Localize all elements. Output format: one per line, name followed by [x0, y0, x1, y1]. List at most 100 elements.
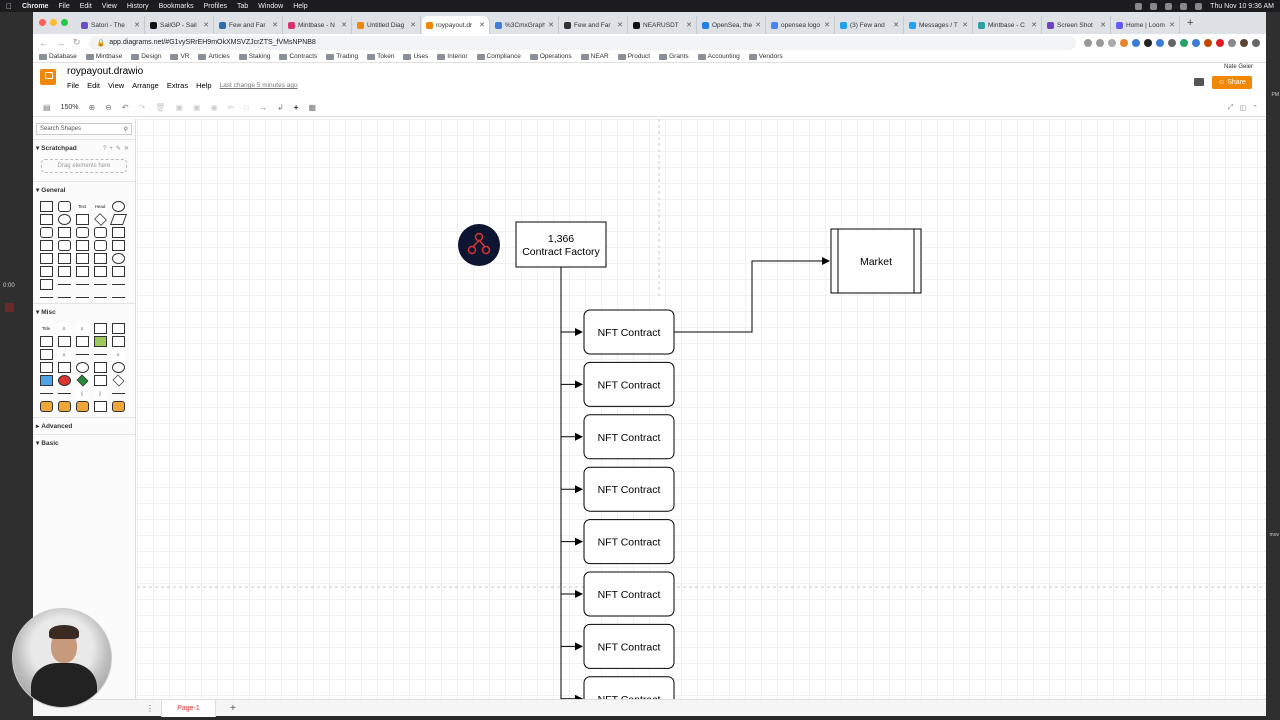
os-menu-file[interactable]: File [52, 2, 69, 10]
shape-cylinder[interactable] [75, 227, 89, 238]
shape-text-2[interactable]: ≡ [57, 349, 71, 360]
close-tab-icon[interactable]: ✕ [410, 22, 416, 29]
scratchpad-drop-zone[interactable]: Drag elements here [41, 159, 127, 173]
bookmark-folder[interactable]: Token [367, 53, 394, 60]
shape-line-2[interactable] [75, 354, 89, 355]
shape-table-3[interactable] [111, 336, 125, 347]
shape-cube-2[interactable] [93, 375, 107, 386]
share-page-icon[interactable] [1096, 38, 1104, 47]
battery-icon[interactable] [1195, 2, 1203, 10]
line-color-icon[interactable]: ✏ [227, 103, 235, 112]
search-shapes-input[interactable]: Search Shapes ⚲ [36, 123, 132, 135]
browser-tab[interactable]: OpenSea, the✕ [698, 16, 766, 34]
shape-textbox[interactable]: Head [93, 201, 107, 212]
close-tab-icon[interactable]: ✕ [755, 22, 761, 29]
browser-tab[interactable]: %3CmxGraph✕ [491, 16, 559, 34]
shape-card[interactable] [57, 253, 71, 264]
bookmark-folder[interactable]: Staking [238, 53, 270, 60]
shape-dashed-line[interactable] [39, 297, 53, 298]
minimize-window-icon[interactable] [50, 19, 57, 26]
status-icon[interactable] [1150, 2, 1158, 10]
shape-orange-box[interactable] [75, 401, 89, 412]
close-tab-icon[interactable]: ✕ [686, 22, 692, 29]
nft-to-market-connector[interactable] [674, 257, 830, 333]
shape-title[interactable]: Title [39, 323, 53, 334]
close-tab-icon[interactable]: ✕ [548, 22, 554, 29]
bookmark-folder[interactable]: Interior [437, 53, 468, 60]
shape-green-diamond[interactable] [76, 374, 88, 387]
close-tab-icon[interactable]: ✕ [203, 22, 209, 29]
document-title[interactable]: roypayout.drawio [67, 66, 144, 77]
shape-table-2[interactable] [111, 323, 125, 334]
close-tab-icon[interactable]: ✕ [479, 22, 485, 29]
close-tab-icon[interactable]: ✕ [341, 22, 347, 29]
shape-orange-star[interactable] [39, 401, 53, 412]
nft-contract-node[interactable]: NFT Contract [561, 676, 675, 699]
redo-icon[interactable]: ↷ [138, 103, 146, 112]
bookmark-folder[interactable]: VR [170, 53, 189, 60]
bookmark-folder[interactable]: Accounting [697, 53, 740, 60]
close-tab-icon[interactable]: ✕ [1100, 22, 1106, 29]
last-change-link[interactable]: Last change 5 minutes ago [219, 82, 298, 89]
address-bar[interactable]: 🔒 app.diagrams.net/#G1vySRrEH9mOkXMSVZJc… [88, 35, 1076, 50]
zoom-in-icon[interactable]: ⊕ [88, 103, 96, 112]
shape-tape[interactable] [93, 240, 107, 251]
browser-tab[interactable]: (3) Few and✕ [836, 16, 904, 34]
star-icon[interactable] [1108, 38, 1116, 47]
browser-tab[interactable]: Screen Shot✕ [1043, 16, 1111, 34]
extension-icon[interactable] [1204, 38, 1212, 47]
shape-arrow-2[interactable] [111, 284, 125, 285]
connection-icon[interactable]: → [259, 103, 268, 112]
browser-tab[interactable]: opensea logo✕ [767, 16, 835, 34]
waypoints-icon[interactable]: ↲ [277, 103, 284, 112]
shape-box-2[interactable] [57, 362, 71, 373]
to-front-icon[interactable]: ▣ [175, 103, 183, 112]
shape-bidirectional[interactable] [111, 297, 125, 298]
shape-list-item[interactable] [75, 266, 89, 277]
bookmark-folder[interactable]: Uses [403, 53, 428, 60]
shape-orange-star-2[interactable] [57, 401, 71, 412]
nft-contract-node[interactable]: NFT Contract [561, 361, 675, 407]
shape-line-4[interactable] [111, 393, 125, 394]
extension-icon[interactable] [1216, 38, 1224, 47]
shape-box[interactable] [39, 362, 53, 373]
record-icon[interactable] [5, 303, 14, 312]
shape-grid-3[interactable] [75, 336, 89, 347]
shape-rounded-rectangle[interactable] [57, 201, 71, 212]
new-tab-icon[interactable]: + [1187, 17, 1194, 29]
shape-callout[interactable] [75, 253, 89, 264]
shape-blue-button[interactable] [39, 375, 53, 386]
section-scratchpad[interactable]: ▾ Scratchpad ?+✎✕ [33, 139, 135, 156]
kebab-menu-icon[interactable] [1252, 38, 1260, 47]
shape-link[interactable] [93, 297, 107, 298]
shape-red-ellipse[interactable] [57, 375, 71, 386]
undo-icon[interactable]: ↶ [121, 103, 129, 112]
shape-circle-2[interactable] [111, 362, 125, 373]
shape-cloud[interactable] [93, 227, 107, 238]
download-icon[interactable] [1084, 38, 1092, 47]
forward-icon[interactable]: → [56, 37, 65, 48]
menu-help[interactable]: Help [196, 81, 212, 90]
shape-diamond-2[interactable] [112, 374, 124, 387]
close-tab-icon[interactable]: ✕ [824, 22, 830, 29]
browser-tab[interactable]: Messages / T✕ [905, 16, 973, 34]
shape-diamond[interactable] [93, 213, 107, 226]
scratchpad-actions-icon[interactable]: ?+✎✕ [103, 145, 132, 152]
fill-color-icon[interactable]: ◉ [210, 103, 218, 112]
shape-curve[interactable] [75, 284, 89, 285]
pages-menu-icon[interactable]: ⋮ [146, 703, 154, 713]
status-icon[interactable] [1165, 2, 1173, 10]
fullscreen-icon[interactable]: ⤢ [1227, 103, 1234, 111]
extension-icon[interactable] [1192, 38, 1200, 47]
shape-line-3[interactable] [93, 354, 107, 355]
shape-container[interactable] [39, 266, 53, 277]
nft-contract-node[interactable]: NFT Contract [561, 466, 675, 512]
os-menu-tab[interactable]: Tab [230, 2, 248, 10]
browser-tab[interactable]: Mintbase - N✕ [284, 16, 352, 34]
to-back-icon[interactable]: ▣ [193, 103, 201, 112]
shape-brace-2[interactable]: } [93, 388, 107, 399]
shape-square-2[interactable] [93, 362, 107, 373]
os-menu-bookmarks[interactable]: Bookmarks [152, 2, 194, 10]
diagram-canvas[interactable]: 1,366 Contract Factory Market NFT Contra… [137, 119, 1266, 699]
section-general[interactable]: ▾ General [33, 181, 135, 198]
